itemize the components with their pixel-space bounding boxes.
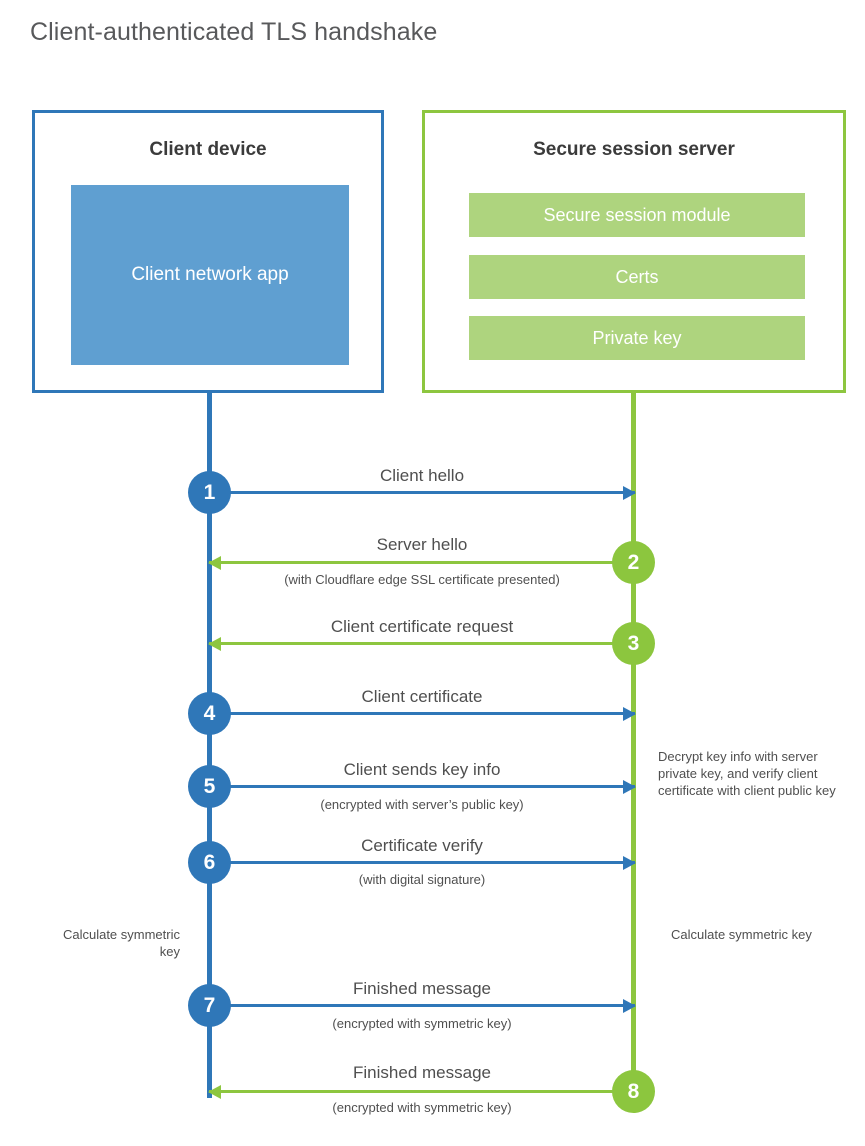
client-network-app-block: Client network app [71,185,349,365]
step-badge-3: 3 [612,622,655,665]
message-label-7: Finished message [353,979,491,998]
message-arrow-2 [208,555,635,570]
page-title: Client-authenticated TLS handshake [30,18,438,46]
message-arrow-5 [210,779,636,794]
step-badge-7: 7 [188,984,231,1027]
message-label-5: Client sends key info [343,760,501,779]
arrowhead-right-icon [623,485,636,500]
step-badge-4: 4 [188,692,231,735]
message-label-1: Client hello [379,466,465,485]
arrowhead-right-icon [623,706,636,721]
client-lifeline [207,393,212,1098]
server-item-certs: Certs [469,255,805,299]
message-arrow-4 [210,706,636,721]
server-lifeline [631,393,636,1093]
note-server-calculate-symmetric-key: Calculate symmetric key [671,927,812,942]
message-arrow-3 [208,636,635,651]
secure-session-server-title: Secure session server [533,139,735,160]
message-sub-7: (encrypted with symmetric key) [332,1016,512,1031]
message-label-2: Server hello [376,535,468,554]
client-device-box: Client device Client network app [32,110,384,393]
arrowhead-left-icon [208,636,221,651]
step-badge-6: 6 [188,841,231,884]
message-label-8: Finished message [353,1063,491,1082]
note-server-decrypt: Decrypt key info with server private key… [658,749,836,798]
arrowhead-right-icon [623,998,636,1013]
client-device-title: Client device [149,139,267,160]
arrowhead-right-icon [623,779,636,794]
step-badge-2: 2 [612,541,655,584]
step-badge-8: 8 [612,1070,655,1113]
message-arrow-8 [208,1084,635,1099]
note-client-calculate-symmetric-key: Calculate symmetric key [62,927,180,959]
message-arrow-6 [210,855,636,870]
arrowhead-left-icon [208,1084,221,1099]
step-badge-5: 5 [188,765,231,808]
arrowhead-right-icon [623,855,636,870]
message-arrow-1 [210,485,636,500]
message-arrow-7 [210,998,636,1013]
message-label-3: Client certificate request [330,617,514,636]
arrowhead-left-icon [208,555,221,570]
message-label-6: Certificate verify [361,836,483,855]
message-label-4: Client certificate [361,687,483,706]
message-sub-5: (encrypted with server’s public key) [320,797,524,812]
server-item-secure-session-module: Secure session module [469,193,805,237]
step-badge-1: 1 [188,471,231,514]
message-sub-2: (with Cloudflare edge SSL certificate pr… [284,572,560,587]
message-sub-8: (encrypted with symmetric key) [332,1100,512,1115]
secure-session-server-box: Secure session server Secure session mod… [422,110,846,393]
message-sub-6: (with digital signature) [358,872,486,887]
server-item-private-key: Private key [469,316,805,360]
